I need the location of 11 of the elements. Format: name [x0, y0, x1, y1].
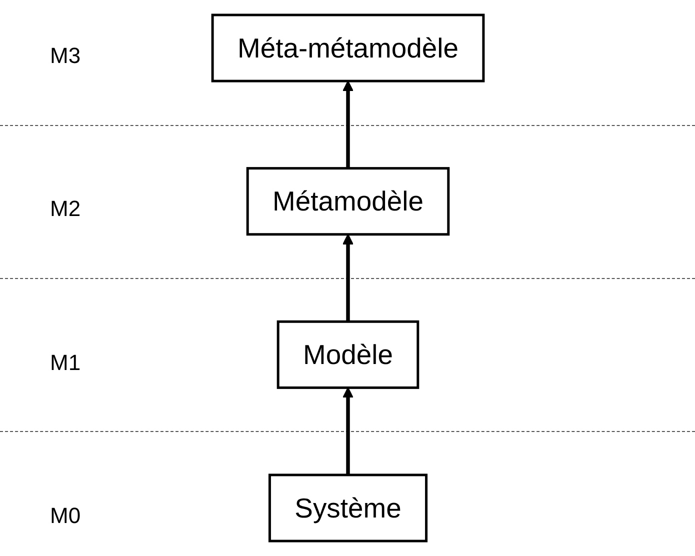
arrow [342, 234, 353, 322]
level-label: M3 [50, 43, 81, 69]
node-box: Modèle [276, 320, 419, 389]
level-label: M0 [50, 502, 81, 529]
level-label: M2 [50, 196, 81, 222]
arrow [342, 80, 353, 168]
node-box: Système [268, 474, 428, 542]
node-box: Métamodèle [246, 167, 450, 236]
arrow [342, 387, 353, 475]
level-label: M1 [50, 350, 81, 376]
node-box: Méta-métamodèle [210, 14, 484, 82]
